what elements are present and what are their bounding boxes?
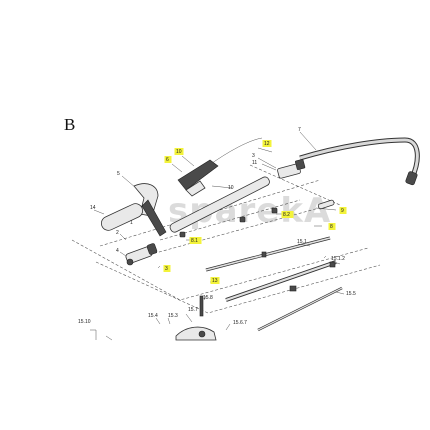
callout-label: 15.1 bbox=[297, 239, 307, 245]
lance-upper bbox=[169, 176, 278, 238]
extension-rod-lower bbox=[225, 260, 337, 302]
callout-label: 12 bbox=[264, 141, 270, 147]
callout-highlight bbox=[339, 207, 347, 214]
callout-label: 15.4 bbox=[148, 313, 158, 319]
callout-highlight bbox=[328, 223, 336, 230]
callout-label: 4 bbox=[116, 248, 119, 254]
callout-label: 15.1.2 bbox=[331, 256, 345, 262]
callout-label: 5 bbox=[117, 171, 120, 177]
callout-label: 15.5 bbox=[346, 291, 356, 297]
assembly-guide-lines bbox=[71, 164, 381, 314]
callout-label: 15.7 bbox=[188, 307, 198, 313]
callout-highlight bbox=[174, 148, 184, 155]
callout-label: 15.8 bbox=[203, 295, 213, 301]
callout-highlight bbox=[189, 237, 202, 244]
grip-tube bbox=[101, 203, 143, 231]
trigger-handle bbox=[177, 159, 219, 197]
callout-highlight bbox=[164, 156, 172, 163]
nozzle-tip bbox=[317, 199, 335, 210]
callout-label: 11 bbox=[252, 160, 257, 166]
callout-label: 13 bbox=[212, 278, 218, 284]
callout-label: 14 bbox=[90, 205, 96, 211]
swivel-fitting bbox=[277, 159, 306, 179]
callout-label: 10 bbox=[228, 185, 234, 191]
watermark-logo: sparekA bbox=[168, 191, 331, 231]
callout-label: 3 bbox=[252, 153, 255, 159]
leader-lines bbox=[93, 131, 345, 331]
callout-label: 3 bbox=[165, 266, 168, 272]
callout-highlight bbox=[262, 140, 272, 147]
callout-label: 8 bbox=[330, 224, 333, 230]
callout-labels: 71210631151019148.2828.1415.1315.1.21315… bbox=[78, 127, 356, 326]
callout-label: 6 bbox=[166, 157, 169, 163]
callout-label: 7 bbox=[298, 127, 301, 133]
callout-label: 9 bbox=[341, 208, 344, 214]
lower-valve-cluster bbox=[90, 295, 217, 341]
spray-gun-body bbox=[133, 183, 167, 237]
callout-label: 15.3 bbox=[168, 313, 178, 319]
callout-highlight bbox=[210, 277, 220, 284]
callout-label: 15.10 bbox=[78, 319, 91, 325]
callout-highlight bbox=[281, 211, 294, 218]
hose bbox=[299, 137, 420, 186]
callout-label: 10 bbox=[176, 149, 182, 155]
extension-rod-middle bbox=[205, 236, 331, 272]
callout-label: 15.6.7 bbox=[233, 320, 247, 326]
callout-label: 2 bbox=[116, 230, 119, 236]
extension-rod-bottom bbox=[257, 286, 343, 332]
valve-assembly bbox=[125, 243, 158, 266]
section-letter: B bbox=[64, 115, 75, 134]
callout-label: 1 bbox=[130, 220, 133, 226]
callout-label: 8.2 bbox=[283, 212, 290, 218]
callout-highlight bbox=[163, 265, 171, 272]
callout-label: 8.1 bbox=[191, 238, 198, 244]
